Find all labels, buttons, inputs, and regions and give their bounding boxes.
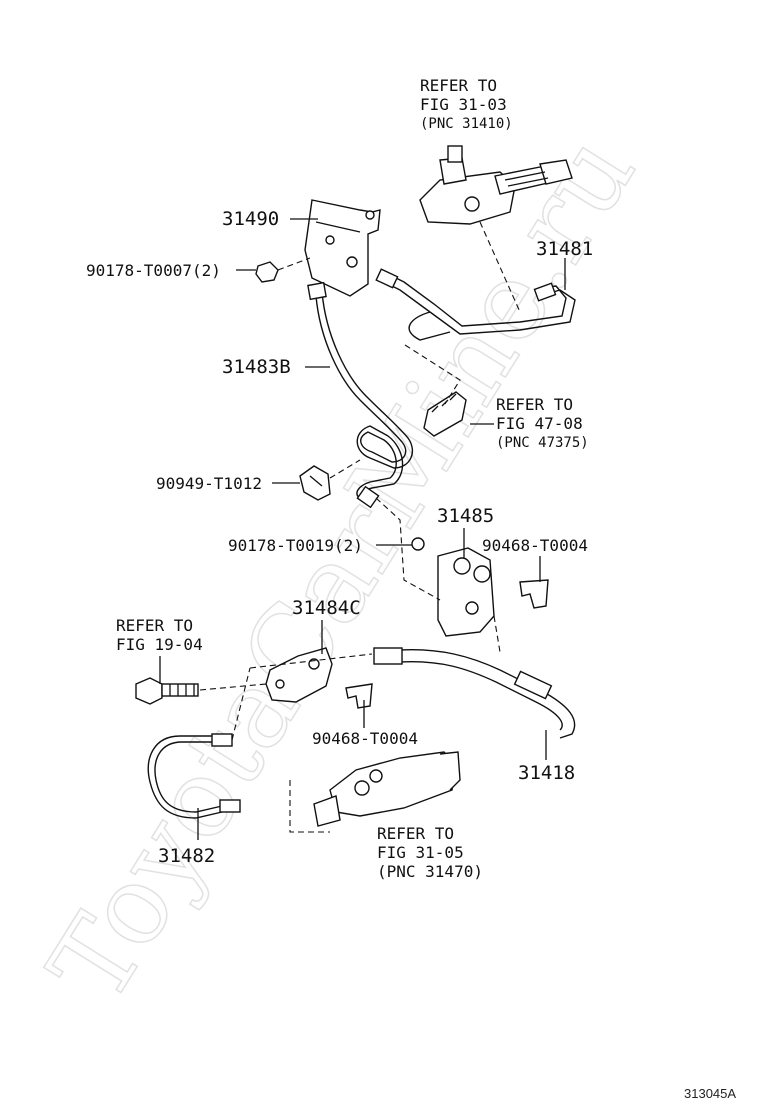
clutch-release-cylinder-drawing (313, 751, 461, 827)
label-90468-T0004-lower: 90468-T0004 (312, 729, 418, 748)
ref-19-04-line1: REFER TO (116, 616, 193, 635)
label-90178-T0019: 90178-T0019(2) (228, 536, 363, 555)
clip-90468-T0004-upper-drawing (519, 579, 549, 609)
ref-47-08-line1: REFER TO (496, 395, 573, 414)
reference-fig-31-03: REFER TO FIG 31-03 (PNC 31410) (420, 76, 513, 132)
label-31481: 31481 (536, 238, 593, 260)
clip-90949-T1012-drawing (299, 465, 331, 501)
bracket-31490-drawing (304, 199, 381, 297)
ref-47-08-line3: (PNC 47375) (496, 435, 589, 451)
tube-31481-drawing (375, 268, 576, 341)
clamp-47375-drawing (423, 391, 467, 437)
bolt-drawing (135, 677, 199, 705)
leader-lines (159, 218, 566, 840)
label-31484C: 31484C (292, 597, 361, 619)
label-90178-T0007: 90178-T0007(2) (86, 261, 221, 280)
ref-31-05-line3: (PNC 31470) (377, 862, 483, 881)
label-31418: 31418 (518, 762, 575, 784)
label-90949-T1012: 90949-T1012 (156, 474, 262, 493)
ref-31-03-line3: (PNC 31410) (420, 116, 513, 132)
nut-90178-T0019-drawing (411, 537, 425, 551)
clutch-master-cylinder-drawing (419, 145, 573, 225)
leader-master-to-31481 (479, 221, 521, 313)
label-31483B: 31483B (222, 356, 291, 378)
clip-90468-T0004-lower-drawing (345, 683, 373, 709)
label-31490: 31490 (222, 208, 279, 230)
label-90468-T0004-upper: 90468-T0004 (482, 536, 588, 555)
reference-fig-19-04: REFER TO FIG 19-04 (116, 616, 203, 654)
diagram-code: 313045A (684, 1086, 736, 1101)
bracket-31484C-drawing (265, 647, 333, 703)
ref-31-05-line1: REFER TO (377, 824, 454, 843)
hose-31418-drawing (373, 647, 576, 739)
ref-19-04-line2: FIG 19-04 (116, 635, 203, 654)
ref-47-08-line2: FIG 47-08 (496, 414, 583, 433)
ref-31-03-line2: FIG 31-03 (420, 95, 507, 114)
ref-31-03-line1: REFER TO (420, 76, 497, 95)
leader-tube-to-clamp (404, 344, 461, 405)
reference-fig-31-05: REFER TO FIG 31-05 (PNC 31470) (377, 824, 483, 881)
nut-90178-T0007-drawing (255, 261, 279, 283)
label-31485: 31485 (437, 505, 494, 527)
tube-31483B-drawing (307, 281, 413, 509)
ref-31-05-line2: FIG 31-05 (377, 843, 464, 862)
bracket-31485-drawing (437, 547, 495, 637)
reference-fig-47-08: REFER TO FIG 47-08 (PNC 47375) (496, 395, 589, 451)
label-31482: 31482 (158, 845, 215, 867)
